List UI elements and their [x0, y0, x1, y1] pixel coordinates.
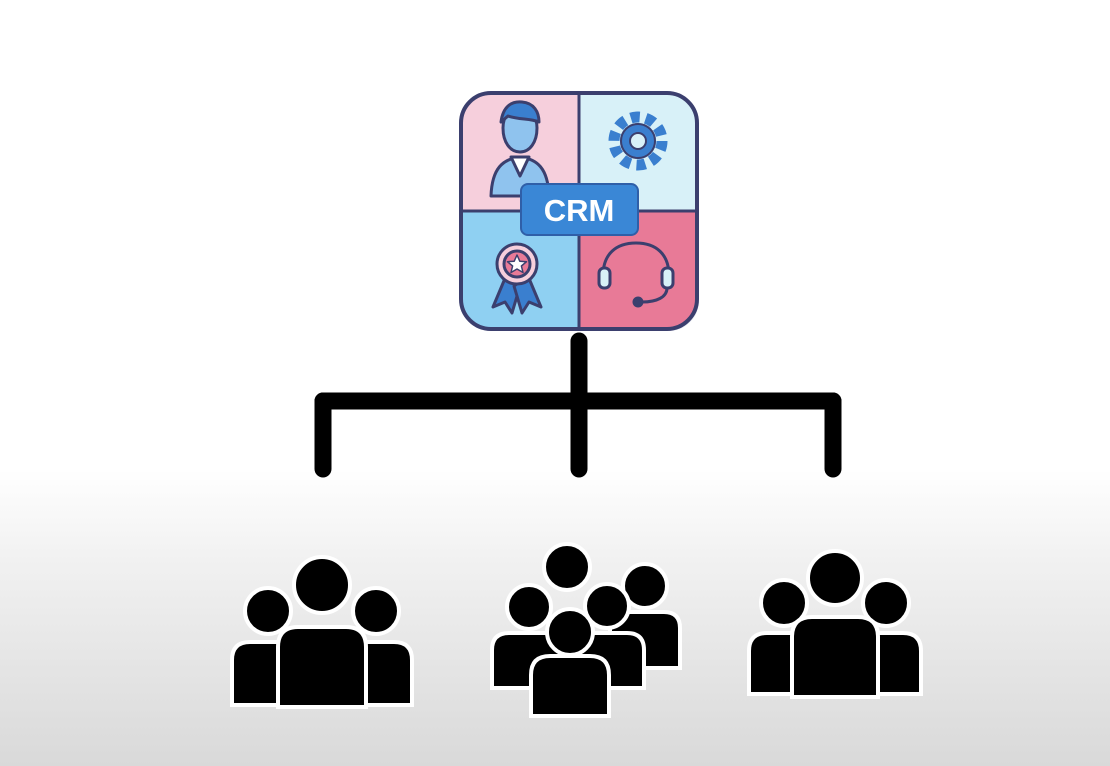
- group-of-three-icon: [747, 549, 923, 699]
- crm-app-icon: CRM: [459, 91, 699, 331]
- headset-icon: [597, 241, 675, 308]
- gear-icon: [608, 111, 668, 171]
- award-ribbon-icon: [491, 242, 543, 315]
- crowd-icon: [490, 542, 682, 718]
- person-icon: [489, 100, 551, 198]
- crm-badge: CRM: [520, 183, 639, 236]
- hierarchy-connector: [314, 332, 842, 478]
- crm-label: CRM: [544, 193, 615, 228]
- group-of-three-icon: [230, 555, 414, 709]
